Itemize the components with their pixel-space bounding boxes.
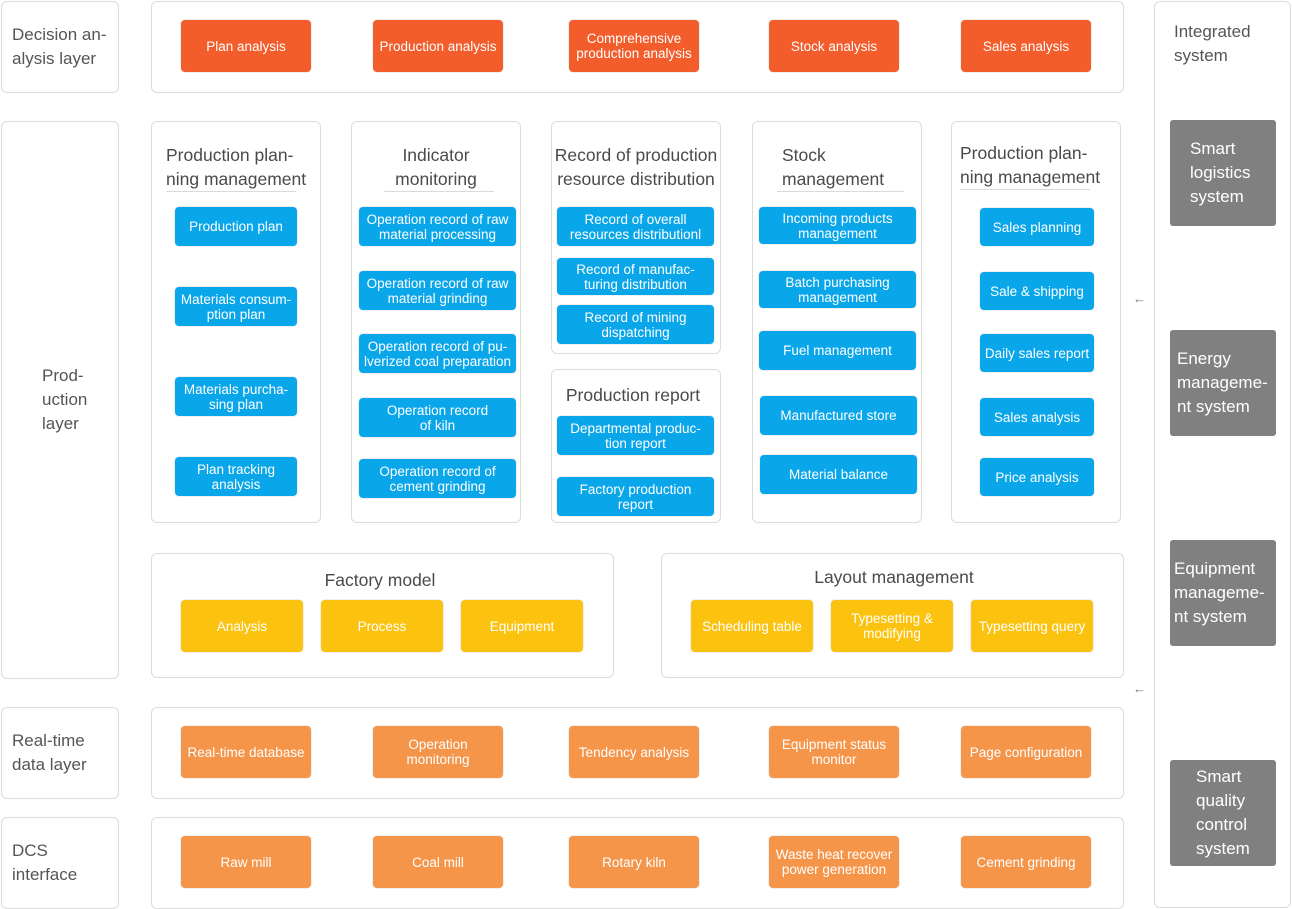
group-title-divider [384,191,494,192]
group-title-resource-distribution: Record of production resource distributi… [554,145,718,189]
module-production-plan[interactable]: Production plan [175,207,297,246]
group-indicator-monitoring [351,121,521,523]
module-raw-material-processing[interactable]: Operation record of raw material process… [359,207,516,246]
module-operation-record-kiln[interactable]: Operation record of kiln [359,398,516,437]
module-sales-analysis[interactable]: Sales analysis [980,398,1094,436]
module-daily-sales-report[interactable]: Daily sales report [980,334,1094,372]
module-manufactured-store[interactable]: Manufactured store [760,396,917,435]
group-title-production-report: Production report [565,385,701,405]
group-title-factory-model: Factory model [324,570,436,590]
module-cement-grinding-record[interactable]: Operation record of cement grinding [359,459,516,498]
system-smart-logistics[interactable]: Smart logistics system [1170,120,1276,226]
module-waste-heat-power-generation[interactable]: Waste heat recover power generation [769,836,899,888]
module-operation-monitoring[interactable]: Operation monitoring [373,726,503,778]
module-departmental-production-report[interactable]: Departmental produc- tion report [557,416,714,455]
module-overall-resources-distribution[interactable]: Record of overall resources distribution… [557,207,714,246]
module-mining-dispatching[interactable]: Record of mining dispatching [557,305,714,344]
layer-label-production: Prod- uction layer [1,121,119,679]
module-material-balance[interactable]: Material balance [760,455,917,494]
module-batch-purchasing-management[interactable]: Batch purchasing management [759,271,916,308]
module-cement-grinding[interactable]: Cement grinding [961,836,1091,888]
module-rotary-kiln[interactable]: Rotary kiln [569,836,699,888]
group-title-stock-management: Stock management [782,145,885,189]
module-typesetting-query[interactable]: Typesetting query [971,600,1093,652]
arrow-left-icon: ← [1133,681,1146,696]
decision-module-plan-analysis[interactable]: Plan analysis [181,20,311,72]
module-analysis[interactable]: Analysis [181,600,303,652]
system-equipment-management[interactable]: Equipment manageme- nt system [1170,540,1276,646]
module-raw-mill[interactable]: Raw mill [181,836,311,888]
module-page-configuration[interactable]: Page configuration [961,726,1091,778]
group-sales-management [951,121,1121,523]
module-typesetting-modifying[interactable]: Typesetting & modifying [831,600,953,652]
module-materials-consumption-plan[interactable]: Materials consum- ption plan [175,287,297,326]
layer-label-dcs: DCS interface [1,817,119,909]
decision-module-comprehensive-analysis[interactable]: Comprehensive production analysis [569,20,699,72]
module-raw-material-grinding[interactable]: Operation record of raw material grindin… [359,271,516,310]
module-realtime-database[interactable]: Real-time database [181,726,311,778]
module-process[interactable]: Process [321,600,443,652]
system-smart-quality-control[interactable]: Smart quality control system [1170,760,1276,866]
group-title-divider [166,191,296,192]
module-manufacturing-distribution[interactable]: Record of manufac- turing distribution [557,258,714,295]
decision-module-sales-analysis[interactable]: Sales analysis [961,20,1091,72]
layer-label-realtime: Real-time data layer [1,707,119,799]
module-coal-mill[interactable]: Coal mill [373,836,503,888]
module-incoming-products-management[interactable]: Incoming products management [759,207,916,244]
module-pulverized-coal-preparation[interactable]: Operation record of pu- lverized coal pr… [359,334,516,373]
integrated-system-title: Integrated system [1174,22,1251,65]
group-title-divider [777,191,904,192]
module-equipment-status-monitor[interactable]: Equipment status monitor [769,726,899,778]
group-title-production-planning: Production plan- ning management [166,145,307,189]
group-title-layout-management: Layout management [814,567,974,587]
module-sale-shipping[interactable]: Sale & shipping [980,272,1094,310]
arrow-left-icon: ← [1133,291,1146,306]
module-materials-purchasing-plan[interactable]: Materials purcha- sing plan [175,377,297,416]
module-scheduling-table[interactable]: Scheduling table [691,600,813,652]
system-energy-management[interactable]: Energy manageme- nt system [1170,330,1276,436]
decision-module-stock-analysis[interactable]: Stock analysis [769,20,899,72]
module-sales-planning[interactable]: Sales planning [980,208,1094,246]
module-fuel-management[interactable]: Fuel management [759,331,916,370]
decision-module-production-analysis[interactable]: Production analysis [373,20,503,72]
layer-label-decision: Decision an- alysis layer [1,1,119,93]
module-plan-tracking-analysis[interactable]: Plan tracking analysis [175,457,297,496]
module-equipment[interactable]: Equipment [461,600,583,652]
group-title-indicator-monitoring: Indicator monitoring [395,145,477,189]
module-tendency-analysis[interactable]: Tendency analysis [569,726,699,778]
group-title-sales-management: Production plan- ning management [960,143,1101,187]
module-factory-production-report[interactable]: Factory production report [557,477,714,516]
module-price-analysis[interactable]: Price analysis [980,458,1094,496]
group-title-divider [960,189,1090,190]
